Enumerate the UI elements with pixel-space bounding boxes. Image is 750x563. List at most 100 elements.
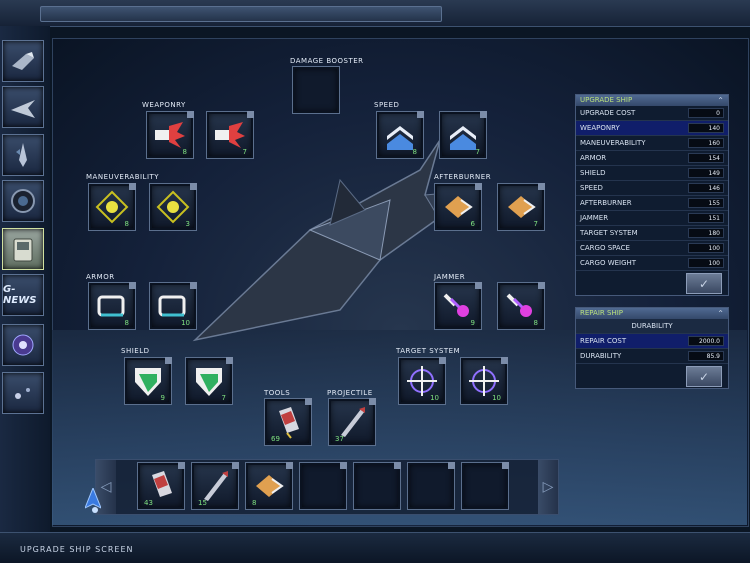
chevron-up-icon[interactable]: ⌃: [717, 96, 724, 105]
inventory-slot-2[interactable]: 15: [191, 462, 239, 510]
missile-icon: [341, 407, 365, 437]
inventory-prev-button[interactable]: ◁: [96, 460, 116, 514]
row-value: 100: [688, 258, 724, 268]
slot-corner: [394, 462, 401, 469]
slot-corner: [475, 282, 482, 289]
maneuverability-label: MANEUVERABILITY: [86, 173, 160, 181]
top-tab: [40, 6, 442, 22]
sidebar-button-fighter[interactable]: [2, 86, 44, 128]
damage-booster-label: DAMAGE BOOSTER: [290, 57, 364, 65]
afterburner-slot-2[interactable]: 7: [497, 183, 545, 231]
weaponry-slot-1[interactable]: 8: [146, 111, 194, 159]
jammer-slot-2[interactable]: 8: [497, 282, 545, 330]
maneuverability-slot-2[interactable]: 3: [149, 183, 197, 231]
upgrade-confirm-button[interactable]: ✓: [686, 273, 722, 294]
afterburner-chip-icon: [445, 196, 473, 218]
afterburner-label: AFTERBURNER: [434, 173, 492, 181]
target-system-label: TARGET SYSTEM: [396, 347, 461, 355]
maneuverability-slot-2-value: 3: [185, 220, 190, 228]
afterburner-slot-1[interactable]: 6: [434, 183, 482, 231]
chevron-left-icon: ◁: [100, 479, 112, 495]
speed-slot-2[interactable]: 7: [439, 111, 487, 159]
inventory-slot-7[interactable]: [461, 462, 509, 510]
ship-hangar-icon: [12, 52, 34, 70]
inventory-slot-6[interactable]: [407, 462, 455, 510]
armor-slot-1[interactable]: 8: [88, 282, 136, 330]
chevron-up-icon[interactable]: ⌃: [717, 309, 724, 318]
mouse-cursor-icon: [85, 488, 101, 513]
damage-booster-slot[interactable]: [292, 66, 340, 114]
data-pad-icon: [13, 238, 33, 262]
repair-confirm-button[interactable]: ✓: [686, 366, 722, 387]
sidebar-button-rocket[interactable]: [2, 134, 44, 176]
armor-label: ARMOR: [86, 273, 115, 281]
row-label: WEAPONRY: [580, 124, 620, 132]
checkmark-icon: ✓: [698, 369, 710, 384]
row-value: 149: [688, 168, 724, 178]
row-value: 180: [688, 228, 724, 238]
speed-slot-1[interactable]: 8: [376, 111, 424, 159]
tools-slot[interactable]: 69: [264, 398, 312, 446]
sidebar-button-camera[interactable]: [2, 180, 44, 222]
target-system-slot-1[interactable]: 10: [398, 357, 446, 405]
afterburner-slot-1-value: 6: [470, 220, 475, 228]
shield-slot-2[interactable]: 7: [185, 357, 233, 405]
fighter-jet-icon: [11, 100, 35, 118]
maneuver-orb-icon: [156, 190, 190, 224]
row-value: 154: [688, 153, 724, 163]
projectile-label: PROJECTILE: [327, 389, 373, 397]
armor-slot-2[interactable]: 10: [149, 282, 197, 330]
maneuverability-slot-1[interactable]: 8: [88, 183, 136, 231]
sidebar-button-datapad[interactable]: [2, 228, 44, 270]
inventory-slot-3[interactable]: 8: [245, 462, 293, 510]
slot-corner: [232, 462, 239, 469]
armor-plate-icon: [158, 295, 186, 317]
sidebar-button-news[interactable]: G-NEWS: [2, 274, 44, 316]
inventory-slot-1[interactable]: 43: [137, 462, 185, 510]
slot-corner: [475, 183, 482, 190]
armor-slot-2-value: 10: [181, 319, 190, 327]
planet-orb-icon: [12, 334, 34, 356]
jammer-slot-1[interactable]: 9: [434, 282, 482, 330]
speed-chevrons-icon: [387, 126, 413, 150]
sidebar-button-hangar[interactable]: [2, 40, 44, 82]
slot-corner: [178, 462, 185, 469]
slot-corner: [190, 183, 197, 190]
projectile-slot[interactable]: 37: [328, 398, 376, 446]
row-label: SPEED: [580, 184, 603, 192]
target-system-slot-2[interactable]: 10: [460, 357, 508, 405]
slot-corner: [439, 357, 446, 364]
row-label: JAMMER: [580, 214, 609, 222]
jammer-signal-icon: [443, 293, 469, 317]
repair-ship-header: REPAIR SHIP ⌃: [576, 308, 728, 319]
inventory-next-button[interactable]: ▷: [538, 460, 558, 514]
news-icon: G-NEWS: [3, 284, 37, 306]
inventory-slot-5[interactable]: [353, 462, 401, 510]
checkmark-icon: ✓: [698, 276, 710, 291]
shield-slot-1-value: 9: [160, 394, 165, 402]
slot-corner: [165, 357, 172, 364]
slot-corner: [226, 357, 233, 364]
weaponry-slot-2[interactable]: 7: [206, 111, 254, 159]
shield-slot-1[interactable]: 9: [124, 357, 172, 405]
sidebar-button-planet[interactable]: [2, 324, 44, 366]
repair-ship-title: REPAIR SHIP: [580, 309, 623, 317]
inventory-slot-4[interactable]: [299, 462, 347, 510]
shield-icon: [135, 368, 161, 396]
sidebar-button-starmap[interactable]: [2, 372, 44, 414]
star-map-icon: [15, 388, 30, 399]
status-text: UPGRADE SHIP SCREEN: [20, 545, 134, 554]
